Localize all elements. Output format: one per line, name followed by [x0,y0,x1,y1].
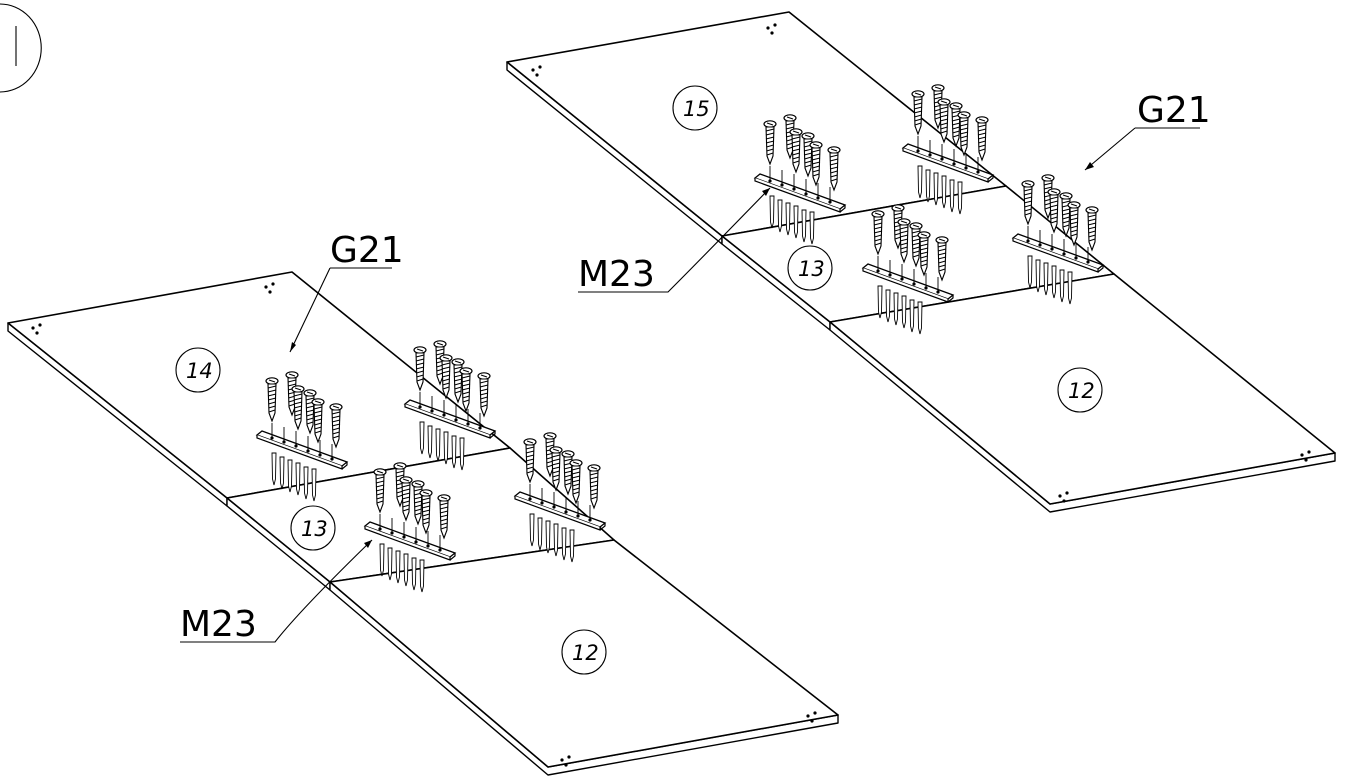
part-number-14: 14 [186,359,213,383]
step-indicator [0,3,42,93]
part-number-12: 12 [572,641,599,665]
right-assembly [506,11,1336,513]
part-number-13: 13 [301,517,328,541]
part-number-15: 15 [683,97,710,121]
g21-leader [289,267,392,353]
text-layer: 14 13 12 15 13 12 G21 G21 M23 M23 [180,90,1211,665]
bracket-label-right: G21 [1137,90,1211,131]
part-number-13-right: 13 [798,257,825,281]
m23-leader [180,539,373,643]
g21-leader-right [1084,127,1200,171]
part-number-12-right: 12 [1068,379,1095,403]
bracket-label: G21 [330,230,404,271]
panel-12-right [829,273,1336,513]
m23-leader-right [578,187,771,293]
left-assembly [7,267,839,776]
screw-label: M23 [180,604,257,645]
panel-14 [7,271,511,507]
step-circle [0,3,42,93]
screw-label-right: M23 [578,254,655,295]
panel-12 [329,539,839,776]
